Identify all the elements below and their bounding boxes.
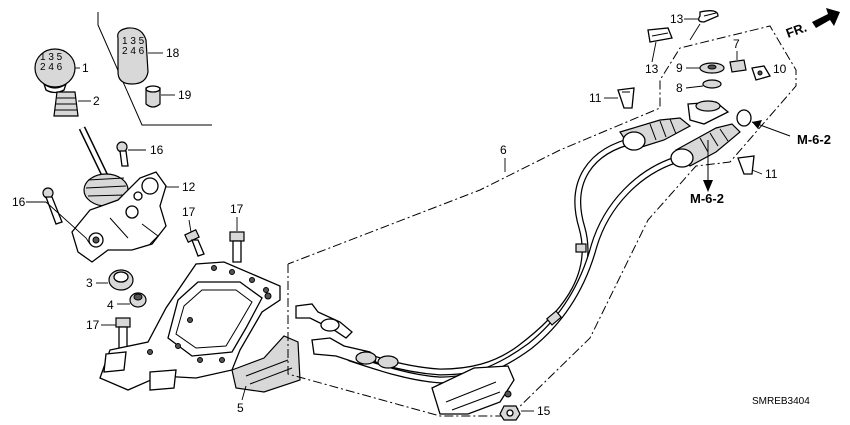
washer-small	[702, 79, 722, 89]
callout-10: 10	[773, 62, 787, 76]
bushing-small	[129, 292, 147, 308]
callout-16-left: 16	[12, 195, 26, 209]
knob-inset-frame	[97, 12, 212, 126]
bolt-17-bracket-b	[229, 231, 245, 263]
clip-13-top	[698, 10, 719, 23]
cable-pin	[751, 65, 771, 81]
shift-knob-alt: 1 3 5 2 4 6	[117, 27, 149, 85]
front-direction-marker	[812, 8, 840, 28]
cable-clip-11-left	[617, 87, 635, 109]
shifter-base-bracket	[99, 261, 301, 393]
diagram-code: SMREB3404	[752, 396, 810, 407]
callout-13-top: 13	[670, 12, 684, 26]
svg-text:2 4 6: 2 4 6	[40, 62, 63, 73]
callout-1: 1	[82, 61, 89, 75]
ref-arrow-right	[751, 120, 791, 137]
washer	[699, 62, 725, 74]
callout-19: 19	[178, 88, 192, 102]
bushing	[108, 269, 134, 291]
callout-17-left: 17	[86, 318, 100, 332]
cable-assembly-outline	[287, 25, 797, 417]
callout-7: 7	[733, 37, 740, 51]
shift-knob: 1 3 5 2 4 6	[34, 48, 76, 94]
svg-text:2 4 6: 2 4 6	[122, 46, 145, 57]
callout-8: 8	[676, 81, 683, 95]
flange-nut	[499, 405, 521, 421]
callout-11-right: 11	[765, 167, 778, 181]
bolt-16-left	[42, 187, 63, 225]
shift-boot-alt	[145, 85, 161, 108]
shift-lever-housing	[71, 126, 167, 263]
bolt-17-left	[115, 317, 131, 351]
callout-2: 2	[93, 94, 100, 108]
callout-4: 4	[107, 298, 114, 312]
callout-9: 9	[676, 61, 683, 75]
cable-clip-11-right	[737, 155, 755, 175]
callout-12: 12	[182, 180, 196, 194]
front-label: FR.	[784, 20, 809, 41]
callout-18: 18	[166, 46, 180, 60]
shift-boot	[53, 91, 79, 117]
ref-m62-right: M-6-2	[797, 132, 831, 147]
callout-15: 15	[537, 404, 551, 418]
callout-17-a: 17	[182, 205, 196, 219]
clip-13-left	[647, 27, 673, 43]
callout-11-left: 11	[589, 91, 602, 105]
callout-3: 3	[86, 276, 93, 290]
callout-17-b: 17	[230, 202, 244, 216]
svg-text:1 3 5: 1 3 5	[122, 36, 145, 47]
ref-arrow-bottom	[703, 140, 713, 192]
shift-cables	[295, 100, 752, 415]
clip-small	[729, 59, 747, 73]
callout-5: 5	[237, 401, 244, 415]
callout-16-top: 16	[150, 143, 164, 157]
callout-6: 6	[500, 143, 507, 157]
callout-13-left: 13	[645, 62, 659, 76]
bolt-16-top	[116, 141, 129, 167]
ref-m62-bottom: M-6-2	[690, 191, 724, 206]
bolt-17-bracket-a	[184, 229, 205, 257]
svg-text:1 3 5: 1 3 5	[40, 52, 63, 63]
